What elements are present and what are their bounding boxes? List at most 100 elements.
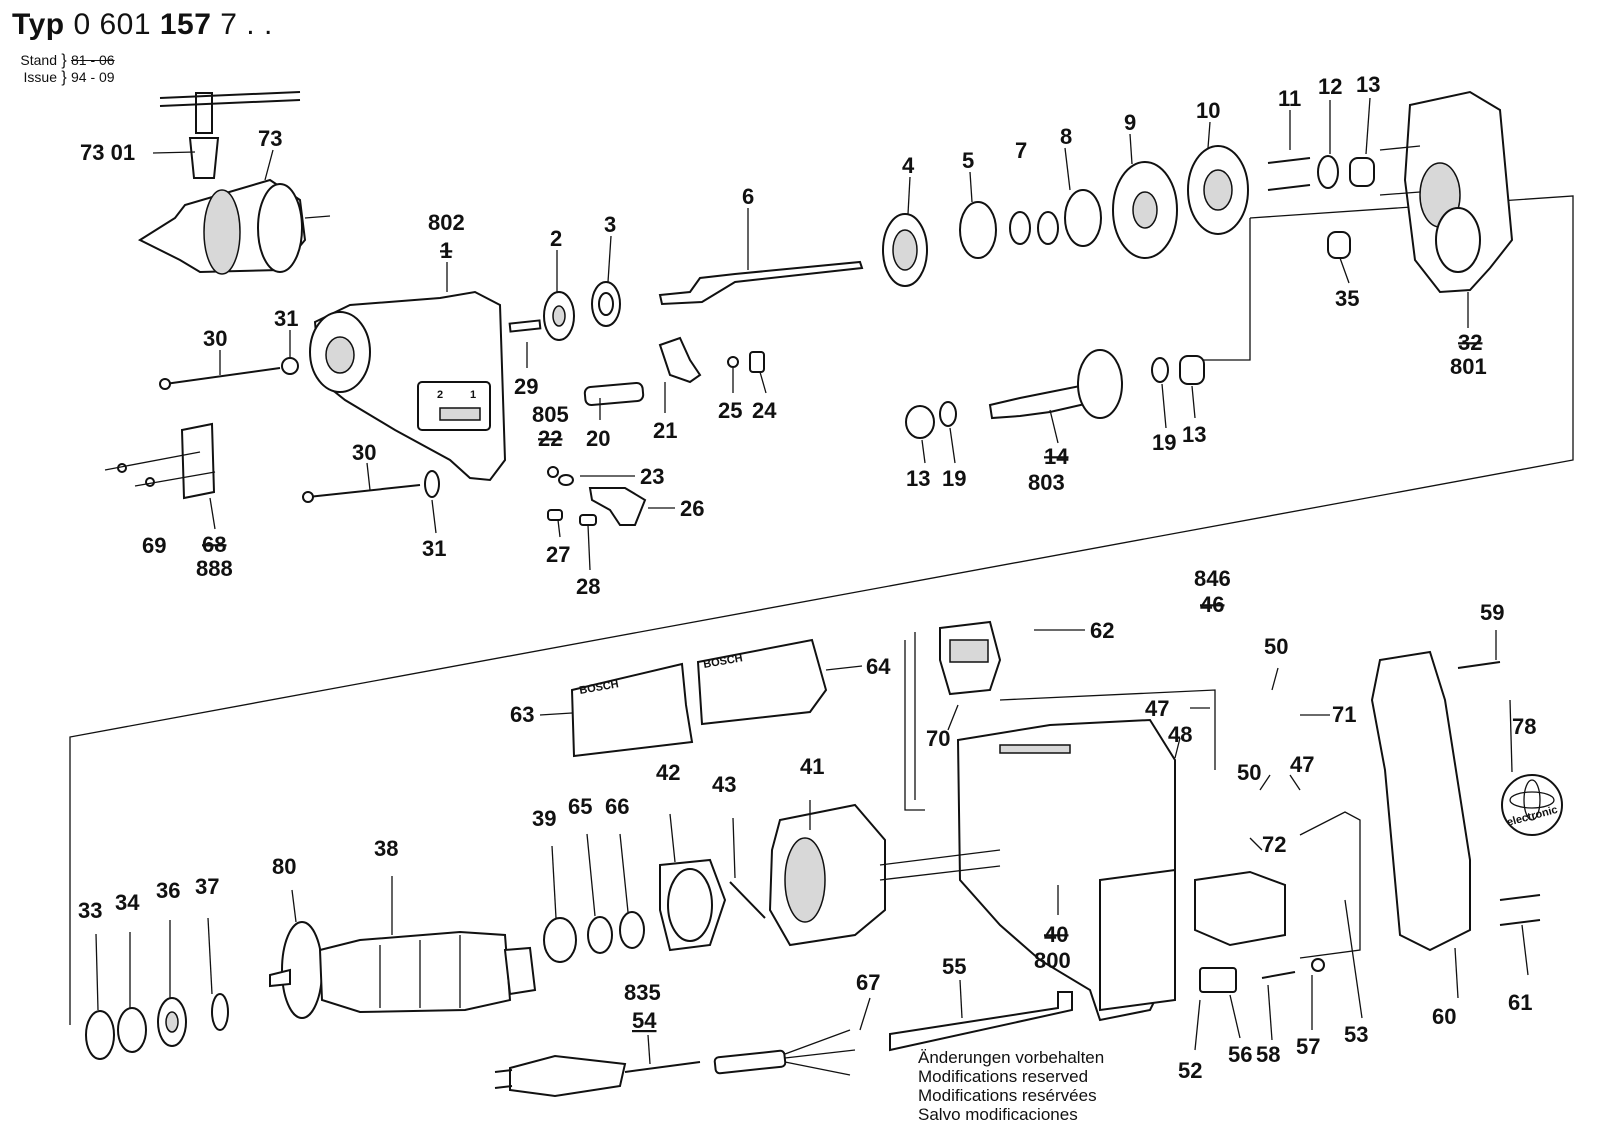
issue-value: 94 - 09: [71, 69, 115, 85]
part-label: 53: [1344, 1022, 1368, 1047]
part-label: 19: [942, 466, 966, 491]
part-label: 8: [1060, 124, 1072, 149]
part-label: 30: [203, 326, 227, 351]
label-plate: [104, 422, 216, 500]
part-label: 73: [258, 126, 282, 151]
part-label: 52: [1178, 1058, 1202, 1083]
handle: [1370, 650, 1541, 952]
part-label: 28: [576, 574, 600, 599]
spindle-parts: [508, 145, 1375, 341]
part-label: 67: [856, 970, 880, 995]
part-label: 13: [1182, 422, 1206, 447]
part-label: 2: [550, 226, 562, 251]
modification-notice: Änderungen vorbehalten Modifications res…: [918, 1048, 1104, 1124]
armature: [269, 911, 645, 1019]
electronic-logo: [1501, 774, 1563, 836]
part-label: 68: [202, 532, 226, 557]
issue-label: Issue: [23, 69, 57, 85]
part-label: 71: [1332, 702, 1356, 727]
part-label: 5: [962, 148, 974, 173]
part-label: 56: [1228, 1042, 1252, 1067]
part-label: 888: [196, 556, 233, 581]
part-label: 48: [1168, 722, 1192, 747]
part-label: 61: [1508, 990, 1532, 1015]
part-label: 39: [532, 806, 556, 831]
part-label: 55: [942, 954, 966, 979]
part-label: 14: [1044, 444, 1069, 469]
part-label: 50: [1264, 634, 1288, 659]
part-label: 11: [1278, 86, 1301, 111]
part-label: 27: [546, 542, 570, 567]
part-label: 31: [274, 306, 298, 331]
note-es: Salvo modificaciones: [918, 1105, 1078, 1124]
part-label: 80: [272, 854, 296, 879]
type-number-light: 0 601: [73, 8, 152, 41]
part-label: 803: [1028, 470, 1065, 495]
part-label: 805: [532, 402, 569, 427]
part-label: 835: [624, 980, 661, 1005]
part-label: 7: [1015, 138, 1027, 163]
part-label: 47: [1290, 752, 1314, 777]
part-label: 26: [680, 496, 704, 521]
part-label: 47: [1145, 696, 1169, 721]
type-suffix: 7 . .: [220, 8, 273, 41]
part-label: 19: [1152, 430, 1176, 455]
intermediate-shaft: [905, 349, 1205, 439]
part-label: 40: [1044, 922, 1068, 947]
part-label: 31: [422, 536, 446, 561]
brand-plates: BOSCH BOSCH: [570, 638, 828, 758]
stator-assembly: [659, 803, 1001, 952]
part-label: 57: [1296, 1034, 1320, 1059]
note-en: Modifications reserved: [918, 1067, 1089, 1086]
revision-info: Stand } 81 - 06 Issue } 94 - 09: [12, 52, 115, 86]
part-label: 6: [742, 184, 754, 209]
part-label: 12: [1318, 74, 1342, 99]
part-label: 33: [78, 898, 102, 923]
part-label: 37: [195, 874, 219, 899]
part-label: 1: [440, 238, 452, 263]
part-label: 13: [1356, 72, 1380, 97]
part-label: 13: [906, 466, 930, 491]
power-cord: [494, 991, 1073, 1098]
part-label: 65: [568, 794, 592, 819]
electronic-module: [1194, 811, 1361, 993]
note-de: Änderungen vorbehalten: [918, 1048, 1105, 1067]
part-label: 43: [712, 772, 736, 797]
part-label: 70: [926, 726, 950, 751]
part-label: 59: [1480, 600, 1504, 625]
part-label: 69: [142, 533, 166, 558]
motor-housing: [956, 718, 1176, 1022]
part-label: 64: [866, 654, 891, 679]
leader-lines: [95, 97, 1529, 1065]
part-label: 846: [1194, 566, 1231, 591]
part-label: 46: [1200, 592, 1224, 617]
part-label: 20: [586, 426, 610, 451]
part-label: 41: [800, 754, 824, 779]
gear-housing-front: 2 1: [309, 290, 507, 482]
part-label: 3: [604, 212, 616, 237]
part-label: 42: [656, 760, 680, 785]
part-label: 25: [718, 398, 742, 423]
part-label: 21: [653, 418, 677, 443]
switch-block: [904, 620, 1216, 811]
part-label: 50: [1237, 760, 1261, 785]
part-label: 10: [1196, 98, 1220, 123]
part-label: 4: [902, 153, 915, 178]
part-label: 35: [1335, 286, 1359, 311]
part-label: 34: [115, 890, 140, 915]
part-label: 36: [156, 878, 180, 903]
switch-mark-1: 1: [470, 389, 476, 401]
part-label: 58: [1256, 1042, 1280, 1067]
note-fr: Modifications resérvées: [918, 1086, 1097, 1105]
part-label: 66: [605, 794, 629, 819]
chuck-key: [159, 91, 301, 179]
type-number-bold: 157: [159, 8, 212, 41]
part-label: 802: [428, 210, 465, 235]
stand-label: Stand: [20, 52, 57, 68]
part-label: 800: [1034, 948, 1071, 973]
part-label: 60: [1432, 1004, 1456, 1029]
gearbox-cover: [1379, 90, 1514, 294]
type-label: Typ: [12, 8, 65, 41]
rear-bearings: [85, 993, 229, 1060]
